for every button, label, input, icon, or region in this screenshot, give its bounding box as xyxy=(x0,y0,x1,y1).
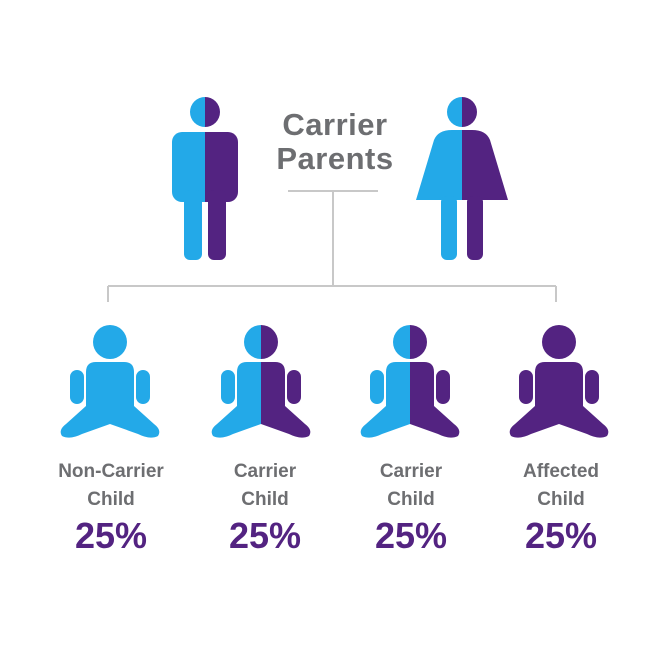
child-label-3-line-1: Carrier xyxy=(379,461,443,482)
child-percent-3: 25% xyxy=(374,515,448,556)
child-label-2-line-2: Child xyxy=(241,489,289,510)
child-label-1-line-1: Non-Carrier xyxy=(58,461,164,482)
child-label-4-line-2: Child xyxy=(537,489,585,510)
carrier-child-icon xyxy=(211,325,311,438)
affected-child-icon xyxy=(509,325,609,438)
title-line-2: Parents xyxy=(276,141,394,176)
child-label-1-line-2: Child xyxy=(87,489,135,510)
non-carrier-child-icon xyxy=(60,325,160,438)
child-label-4-line-1: Affected xyxy=(522,461,599,482)
child-percent-1: 25% xyxy=(74,515,148,556)
title-line-1: Carrier xyxy=(282,107,388,142)
connector-lines xyxy=(107,190,557,302)
carrier-child-icon xyxy=(360,325,460,438)
child-label-2-line-1: Carrier xyxy=(233,461,297,482)
male-figure-icon xyxy=(172,97,238,260)
child-label-3-line-2: Child xyxy=(387,489,435,510)
child-percent-2: 25% xyxy=(228,515,302,556)
child-percent-4: 25% xyxy=(524,515,598,556)
